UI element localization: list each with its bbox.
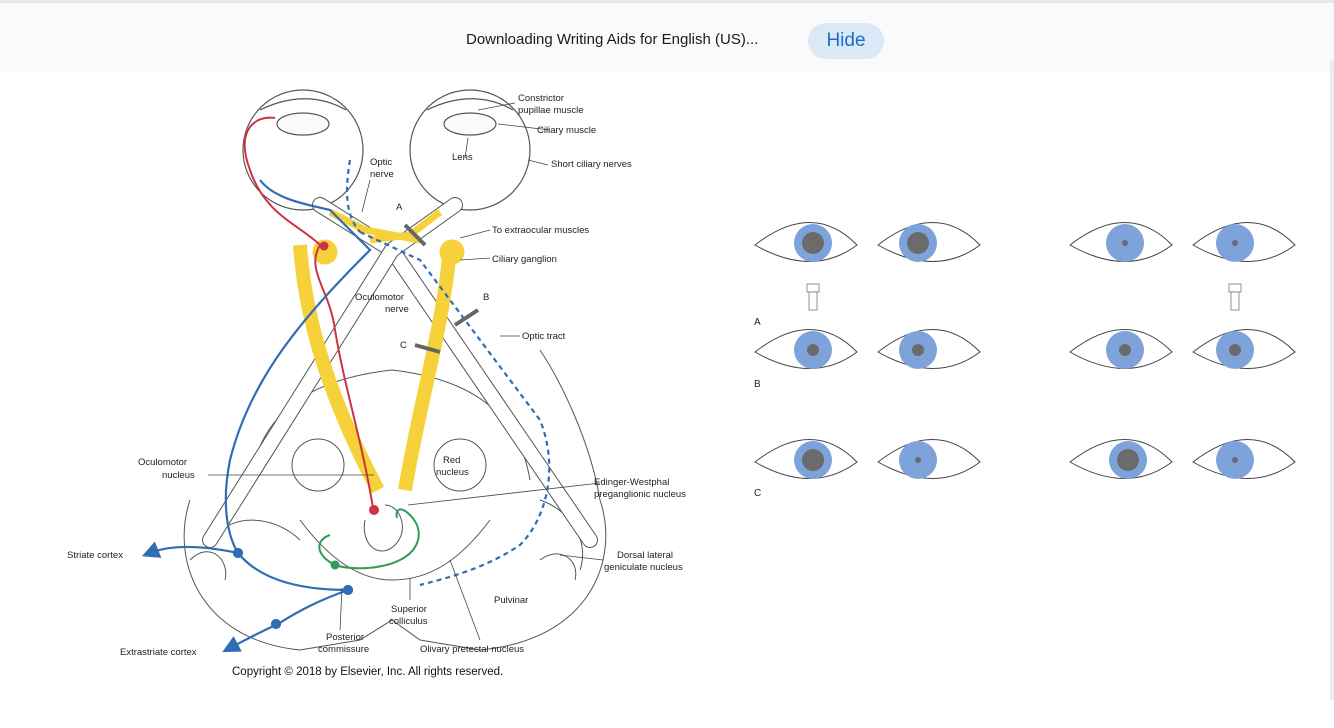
label-commissure: commissure [318,644,369,655]
label-dorsal-lateral: Dorsal lateral [617,550,673,561]
oculomotor-nerves [293,239,465,494]
label-olivary-pretectal: Olivary pretectal nucleus [420,644,524,655]
leader-lines [208,102,604,641]
label-lesion-c: C [400,340,407,351]
lesion-marks [403,223,480,354]
row-c-eyes: C [754,439,1296,499]
window-top-border [0,0,1334,3]
label-preganglionic-nucleus: preganglionic nucleus [594,489,686,500]
eye-c4 [1192,439,1296,479]
eye-b1 [754,329,858,369]
hide-button[interactable]: Hide [808,23,884,59]
label-geniculate-nucleus: geniculate nucleus [604,562,683,573]
pupil-panel: A B C [754,222,1296,499]
left-eyeball [242,89,364,211]
label-oculomotor-nucleus-1: Oculomotor [138,457,187,468]
label-pulvinar: Pulvinar [494,595,528,606]
red-pathway [243,116,379,515]
row-label-c: C [754,488,761,499]
label-red: Red [443,455,460,466]
eye-a4 [1192,222,1296,262]
notification-bar: Downloading Writing Aids for English (US… [0,3,1334,73]
label-pupillae-muscle: pupillae muscle [518,105,583,116]
label-superior: Superior [391,604,427,615]
label-oculomotor-nucleus-2: nucleus [162,470,195,481]
label-edinger-westphal: Edinger-Westphal [594,477,669,488]
pupillary-reflex-figure: Constrictor pupillae muscle Ciliary musc… [0,73,1334,723]
row-label-a: A [754,317,761,328]
label-short-ciliary-nerves: Short ciliary nerves [551,159,632,170]
eye-c3 [1069,439,1173,479]
green-pathway [318,508,420,570]
eye-c2 [877,439,981,479]
label-posterior: Posterior [326,632,364,643]
row-label-b: B [754,379,761,390]
penlight-icon [806,283,820,311]
row-a-eyes: A [754,222,1296,328]
blue-pathway [141,159,551,653]
label-oculomotor-nerve: nerve [385,304,409,315]
label-to-extraocular: To extraocular muscles [492,225,589,236]
label-red-nucleus: nucleus [436,467,469,478]
label-optic: Optic [370,157,392,168]
label-optic-tract: Optic tract [522,331,566,342]
eye-c1 [754,439,858,479]
label-ciliary-ganglion: Ciliary ganglion [492,254,557,265]
copyright-text: Copyright © 2018 by Elsevier, Inc. All r… [232,666,503,678]
eye-b3 [1069,329,1173,369]
right-eyeball [409,89,531,211]
scroll-edge [1330,60,1334,700]
label-extrastriate-cortex: Extrastriate cortex [120,647,197,658]
eye-b4 [1192,329,1296,369]
label-colliculus: colliculus [389,616,428,627]
label-oculomotor: Oculomotor [355,292,404,303]
notification-message: Downloading Writing Aids for English (US… [466,31,759,48]
label-striate-cortex: Striate cortex [67,550,123,561]
eye-a3 [1069,222,1173,262]
row-b-eyes: B [754,329,1296,390]
label-ciliary-muscle: Ciliary muscle [537,125,596,136]
penlight-icon [1228,283,1242,311]
label-lesion-a: A [396,202,403,213]
optic-pathways [202,197,598,548]
label-constrictor: Constrictor [518,93,564,104]
label-optic-nerve: nerve [370,169,394,180]
label-lens: Lens [452,152,473,163]
eye-b2 [877,329,981,369]
eye-a1 [754,222,858,262]
label-lesion-b: B [483,292,489,303]
eye-a2 [877,222,981,262]
